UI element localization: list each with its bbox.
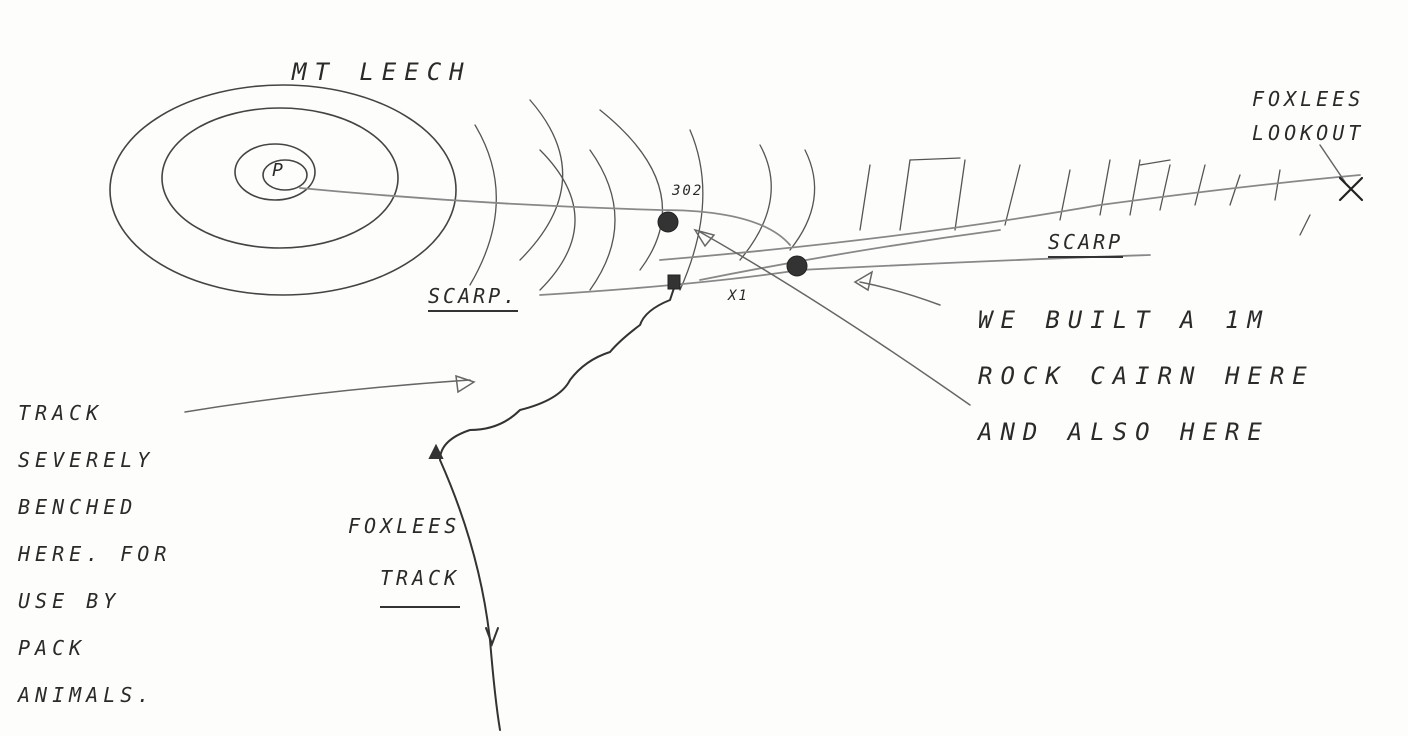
track-note-line: TRACK	[18, 401, 104, 425]
cairn-note: WE BUILT A 1M ROCK CAIRN HERE AND ALSO H…	[978, 292, 1315, 460]
contour-lines	[109, 84, 457, 296]
lookout-label-line: LOOKOUT	[1252, 121, 1365, 145]
lookout-label-line: FOXLEES	[1252, 87, 1365, 111]
track-name-label: FOXLEES TRACK	[348, 500, 461, 608]
peak-label: MT LEECH	[292, 58, 472, 86]
track-name-line: FOXLEES	[348, 514, 461, 538]
spot-label-302: 302	[672, 183, 704, 199]
track-note-line: ANIMALS.	[18, 683, 155, 707]
slope-hachures	[469, 99, 1311, 291]
track-note-line: USE BY	[18, 589, 121, 613]
track-note-line: BENCHED	[18, 495, 138, 519]
foxlees-track	[428, 284, 676, 731]
cairn-note-line: ROCK CAIRN HERE	[978, 362, 1315, 390]
scarp-label-right: SCARP	[1048, 230, 1124, 258]
track-note-line: PACK	[18, 636, 87, 660]
bench-marker	[667, 274, 681, 290]
cairn-note-line: AND ALSO HERE	[978, 418, 1270, 446]
spot-label-x1: X1	[728, 288, 749, 304]
lookout-cross-icon	[1338, 176, 1364, 202]
cairn-markers	[657, 211, 808, 290]
track-note-line: SEVERELY	[18, 448, 155, 472]
scarp-label-left: SCARP.	[428, 284, 519, 312]
cairn-marker	[657, 211, 679, 233]
cairn-note-line: WE BUILT A 1M	[978, 306, 1270, 334]
cairn-marker	[786, 255, 808, 277]
lookout-label: FOXLEES LOOKOUT	[1252, 82, 1364, 150]
peak-marker: P	[272, 160, 283, 181]
track-name-line: TRACK	[380, 552, 461, 608]
track-note: TRACK SEVERELY BENCHED HERE. FOR USE BY …	[18, 390, 171, 719]
ridge-and-scarp-lines	[299, 174, 1361, 296]
track-note-line: HERE. FOR	[18, 542, 172, 566]
pointer-arrows	[184, 144, 1346, 413]
